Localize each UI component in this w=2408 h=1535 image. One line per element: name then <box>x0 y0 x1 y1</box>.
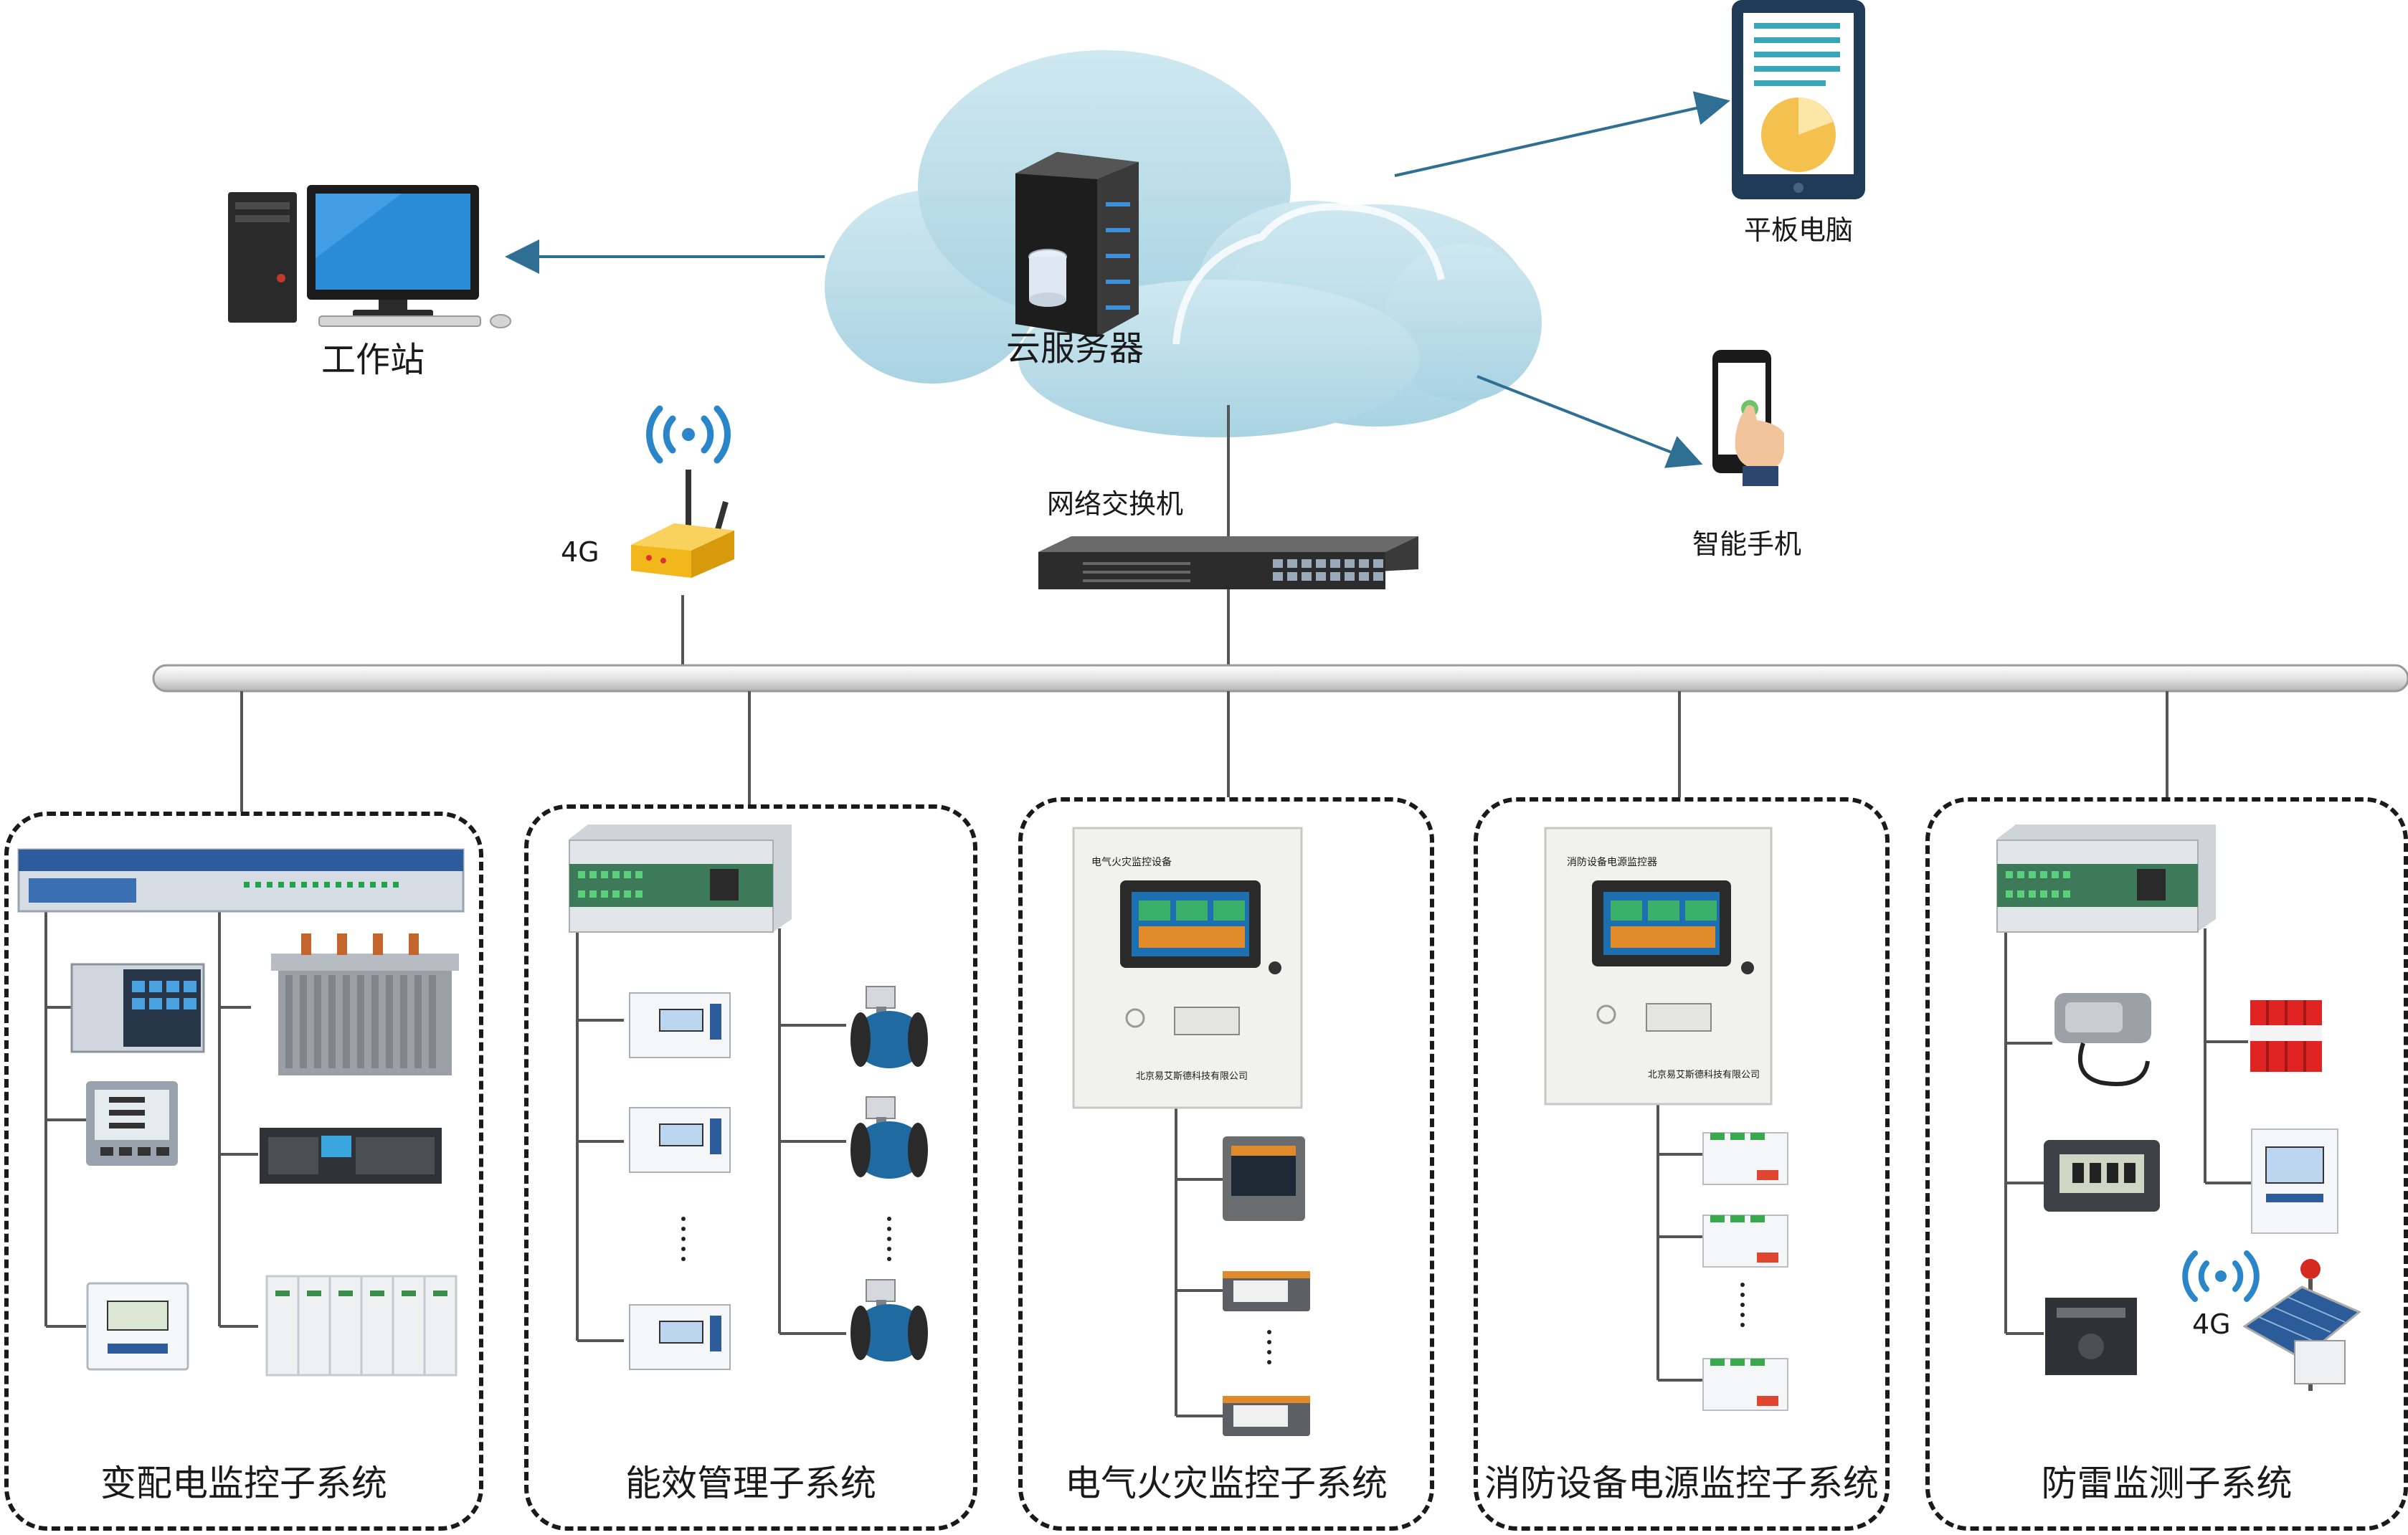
ellipsis-dots <box>681 1217 891 1261</box>
din-rail-meter-icon <box>629 1107 731 1173</box>
voltage-sensor-icon <box>1702 1215 1788 1268</box>
network-switch-label: 网络交换机 <box>1047 488 1184 520</box>
smartphone-icon <box>1712 350 1784 486</box>
lightning-monitor-box-icon <box>2251 1128 2338 1234</box>
subsystem-energy-management: 能效管理子系统 <box>524 804 977 1531</box>
smart-meter-icon <box>86 1282 189 1371</box>
voltage-sensor-icon <box>1702 1358 1788 1411</box>
workstation-icon <box>228 185 511 328</box>
network-switch-icon <box>1038 536 1418 589</box>
lightning-4g-label: 4G <box>2192 1308 2231 1340</box>
transformer-icon <box>271 933 459 1075</box>
rack-power-unit-icon <box>260 1128 442 1184</box>
subsystem-title: 能效管理子系统 <box>625 1463 876 1504</box>
subsystem-lightning: 防雷监测子系统 <box>1925 797 2408 1531</box>
din-rail-meter-icon <box>629 1304 731 1370</box>
fire-detector-icon <box>1223 1136 1305 1221</box>
subsystem-electrical-fire: 电气火灾监控子系统 <box>1018 797 1434 1531</box>
surge-protector-icon <box>2250 1000 2322 1072</box>
subsystem-title: 防雷监测子系统 <box>2041 1463 2293 1504</box>
4g-gateway-icon <box>631 470 734 578</box>
smartphone-label: 智能手机 <box>1692 528 1802 560</box>
flowmeter-icon <box>850 1096 928 1179</box>
lcd-monitor-device-icon <box>2044 1140 2160 1212</box>
flowmeter-icon <box>850 986 928 1068</box>
network-bus <box>152 664 2408 693</box>
arrow-to-phone <box>1476 375 1703 468</box>
lightning-counter-icon <box>2045 1298 2137 1375</box>
tablet-icon <box>1732 0 1865 199</box>
workstation-label: 工作站 <box>321 340 425 380</box>
subsystem-title: 消防设备电源监控子系统 <box>1484 1463 1879 1504</box>
subsystem-title: 电气火灾监控子系统 <box>1065 1463 1388 1504</box>
subsystem-fire-power: 消防设备电源监控子系统 <box>1474 797 1890 1531</box>
multifunction-meter-icon <box>70 963 205 1053</box>
tablet-label: 平板电脑 <box>1744 214 1854 246</box>
fire-panel-company: 北京易艾斯德科技有限公司 <box>1136 1071 1248 1082</box>
fire-power-panel-title: 消防设备电源监控器 <box>1567 857 1657 868</box>
gateway-4g-label: 4G <box>561 536 599 568</box>
cloud-server-label: 云服务器 <box>1006 328 1144 369</box>
fire-monitoring-panel-icon <box>1072 827 1303 1109</box>
lightning-controller-icon <box>1996 824 2216 933</box>
current-transformer-detector-icon <box>1223 1271 1310 1311</box>
arrow-to-tablet <box>1394 91 1730 177</box>
cloud-shape <box>825 50 1542 437</box>
fire-power-panel-company: 北京易艾斯德科技有限公司 <box>1648 1070 1760 1080</box>
flowmeter-icon <box>850 1279 928 1361</box>
solar-monitoring-station-icon <box>2242 1259 2361 1391</box>
wireless-signal-icon <box>2182 1250 2260 1302</box>
subsystem-power-distribution: 变配电监控子系统 <box>4 812 483 1531</box>
leakage-sensor-icon <box>2054 993 2151 1086</box>
din-rail-meter-icon <box>629 992 731 1058</box>
fire-panel-title: 电气火灾监控设备 <box>1091 857 1172 868</box>
energy-management-controller-icon <box>569 824 792 933</box>
wireless-signal-icon <box>646 405 731 464</box>
fire-power-monitor-icon <box>1544 827 1773 1106</box>
switchgear-cabinet-icon <box>265 1275 458 1377</box>
voltage-sensor-icon <box>1702 1132 1788 1185</box>
rack-management-device-icon <box>17 848 465 913</box>
subsystem-title: 变配电监控子系统 <box>100 1463 387 1504</box>
server-icon <box>1015 152 1139 337</box>
current-transformer-detector-icon <box>1223 1396 1310 1436</box>
power-meter-icon <box>86 1081 178 1166</box>
